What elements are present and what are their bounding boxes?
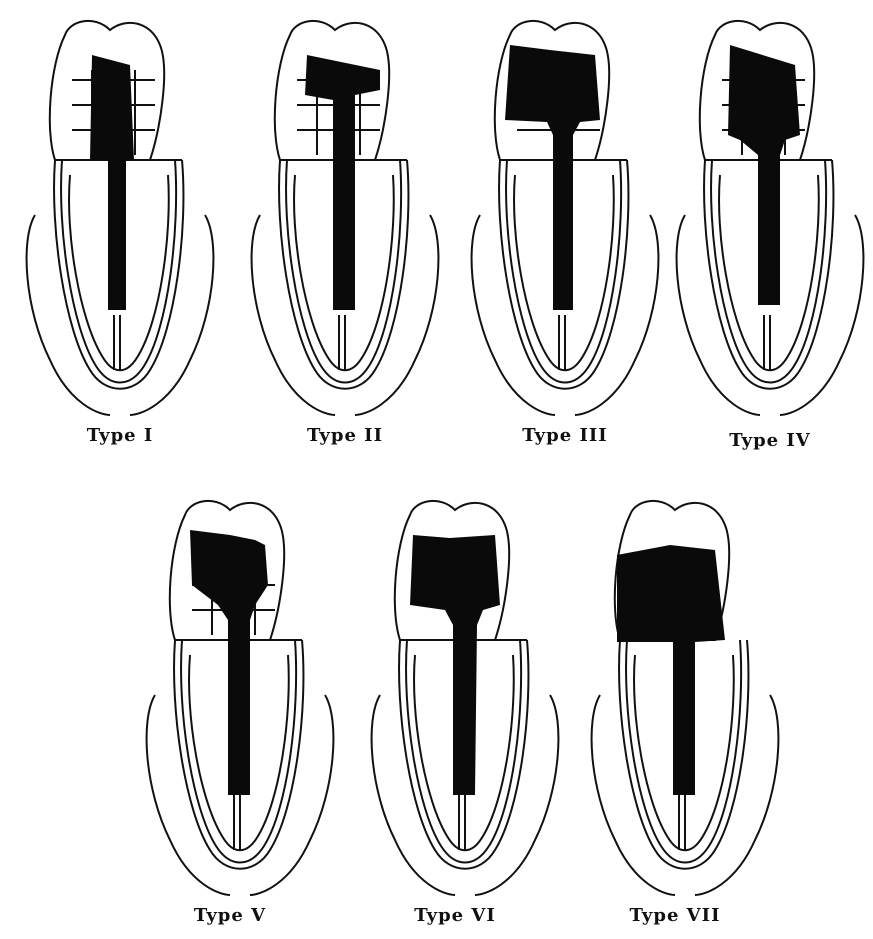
tooth-illustration (660, 10, 873, 430)
tooth-diagram-type-vi (355, 490, 575, 910)
tooth-diagram-type-iv (660, 10, 873, 430)
diagram-label: Type I (10, 425, 230, 446)
diagram-label: Type II (235, 425, 455, 446)
tooth-diagram-type-iii (455, 10, 675, 430)
tooth-illustration (455, 10, 675, 430)
diagram-label: Type IV (660, 430, 873, 451)
tooth-illustration (355, 490, 575, 910)
diagram-label: Type V (120, 905, 340, 926)
diagram-label: Type VI (345, 905, 565, 926)
diagram-label: Type VII (565, 905, 785, 926)
tooth-illustration (235, 10, 455, 430)
tooth-diagram-type-v (130, 490, 350, 910)
tooth-illustration (130, 490, 350, 910)
diagram-label: Type III (455, 425, 675, 446)
tooth-illustration (10, 10, 230, 430)
tooth-illustration (575, 490, 795, 910)
tooth-diagram-type-ii (235, 10, 455, 430)
tooth-diagram-type-vii (575, 490, 795, 910)
tooth-diagram-type-i (10, 10, 230, 430)
